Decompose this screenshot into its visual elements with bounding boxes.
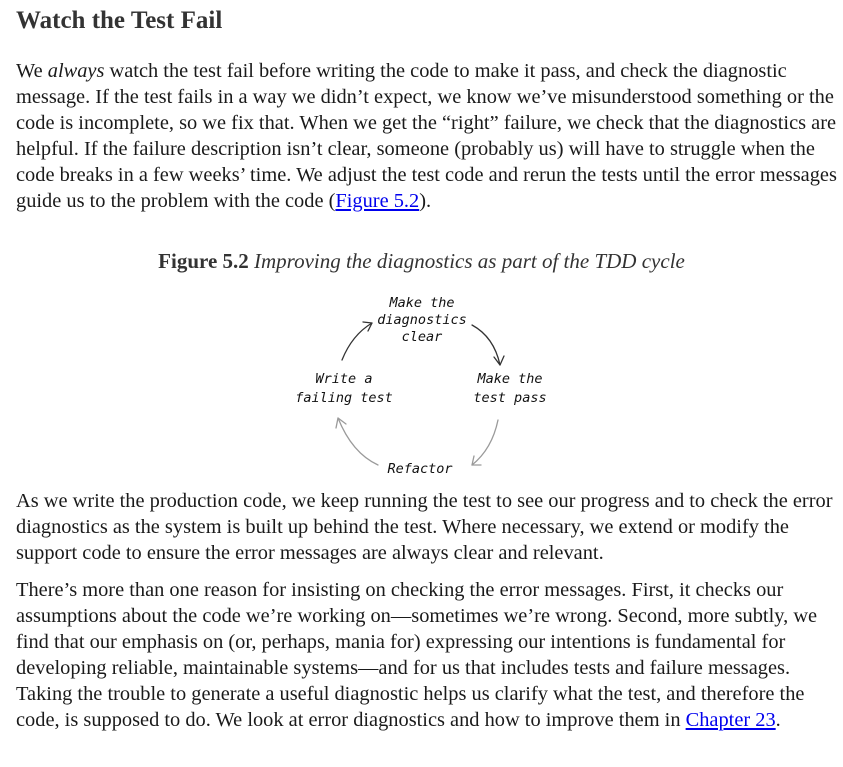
- paragraph-3-text-b: .: [775, 709, 781, 731]
- node-right-line-1: Make the: [476, 371, 542, 387]
- figure-caption: Figure 5.2 Improving the diagnostics as …: [0, 248, 843, 274]
- arrow-top-to-right: [471, 324, 501, 366]
- node-top-line-3: clear: [402, 329, 444, 345]
- arrow-left-to-top: [341, 322, 373, 361]
- paragraph-3: There’s more than one reason for insisti…: [16, 577, 838, 733]
- arrow-top-to-right-head: [493, 355, 505, 366]
- node-left-line-2: failing test: [295, 390, 393, 406]
- node-right-line-2: test pass: [473, 390, 546, 406]
- node-left-line-1: Write a: [316, 371, 373, 387]
- tdd-cycle-diagram: Make the diagnostics clear Make the test…: [295, 295, 546, 477]
- section-heading: Watch the Test Fail: [16, 7, 223, 34]
- paragraph-1-text-c: ).: [419, 190, 432, 212]
- paragraph-1-text-b: watch the test fail before writing the c…: [16, 60, 837, 212]
- paragraph-2: As we write the production code, we keep…: [16, 490, 833, 564]
- arrow-right-to-bottom: [471, 419, 499, 466]
- arrow-bottom-to-left-head: [335, 417, 347, 429]
- node-top-line-1: Make the: [388, 295, 454, 311]
- paragraph-3-text-a: There’s more than one reason for insisti…: [16, 579, 818, 731]
- figure-link[interactable]: Figure 5.2: [335, 190, 420, 212]
- arrow-bottom-to-left: [337, 417, 379, 466]
- paragraph-1: We always watch the test fail before wri…: [16, 58, 838, 214]
- arrow-right-to-bottom-head: [471, 455, 482, 466]
- paragraph-1-text-a: We: [16, 60, 48, 82]
- arrow-left-to-top-head: [362, 321, 373, 332]
- chapter-link[interactable]: Chapter 23: [685, 709, 776, 731]
- figure-caption-text: Improving the diagnostics as part of the…: [254, 249, 685, 273]
- node-top-line-2: diagnostics: [377, 312, 466, 328]
- emphasis-always: always: [47, 60, 105, 82]
- node-bottom-line-1: Refactor: [387, 461, 453, 477]
- figure-label: Figure 5.2: [158, 249, 249, 273]
